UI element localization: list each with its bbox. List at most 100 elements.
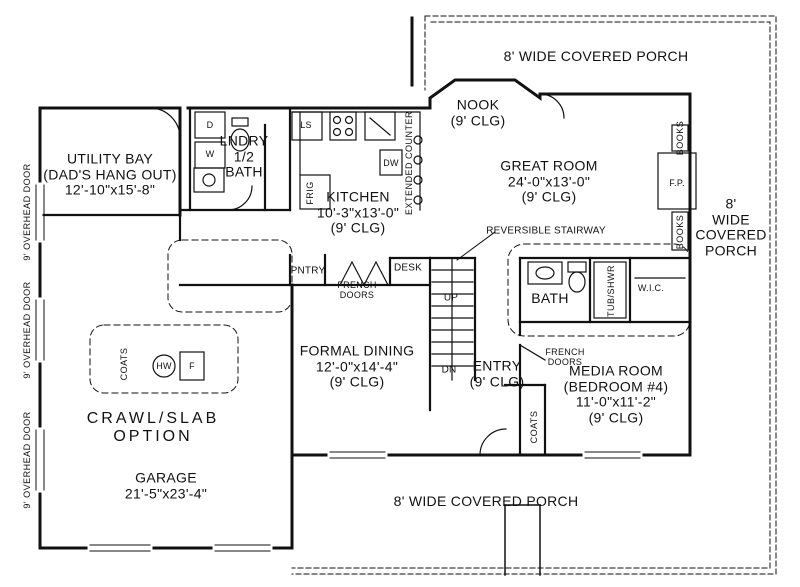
water-heater-text: HW (156, 360, 172, 371)
formal-dining-name: FORMAL DINING (299, 342, 415, 359)
pantry-text: PNTRY (290, 265, 326, 277)
media-room-name: MEDIA ROOM (568, 362, 664, 379)
crawl-slab-line-2: OPTION (113, 428, 193, 445)
french-doors-dining-line-2: DOORS (339, 290, 375, 300)
great-room-size: 24'-0"x13'-0" (507, 173, 591, 190)
books-bottom-text: BOOKS (675, 214, 685, 250)
overhead-door-2-label: 9' OVERHEAD DOOR (22, 281, 32, 378)
great-room-name: GREAT ROOM (500, 157, 598, 174)
laundry-label: LNDRY 1/2 BATH (220, 133, 269, 180)
overhead-door-2-text: 9' OVERHEAD DOOR (22, 281, 32, 379)
nook-name: NOOK (456, 96, 500, 113)
utility-bay-subtitle: (DAD'S HANG OUT) (43, 166, 177, 183)
entry-ceiling: (9' CLG) (469, 373, 525, 389)
laundry-name: LNDRY (219, 132, 269, 149)
lazy-susan-label: LS (300, 120, 312, 130)
desk-text: DESK (393, 262, 423, 274)
washer-text: W (205, 148, 215, 159)
entry-coats-text: COATS (529, 410, 539, 444)
books-bottom-label: BOOKS (675, 215, 685, 250)
entry-name: ENTRY (472, 357, 522, 374)
great-room-ceiling: (9' CLG) (521, 188, 577, 205)
media-room-size: 11'-0"x11'-2" (575, 394, 657, 410)
porch-right-line-1: 8' (725, 195, 737, 212)
formal-dining-size: 12'-0"x14'-4" (315, 358, 399, 375)
utility-bay-size: 12'-10"x15'-8" (64, 181, 156, 198)
stair-down-label: DN (442, 364, 457, 375)
formal-dining-label: FORMAL DINING 12'-0"x14'-4" (9' CLG) (300, 343, 415, 390)
laundry-half: 1/2 (233, 148, 255, 165)
lazy-susan-text: LS (300, 119, 312, 130)
utility-bay-name: UTILITY BAY (66, 150, 154, 167)
extended-counter-text: EXTENDED COUNTER (404, 110, 414, 216)
fridge-text: FRIG (305, 181, 315, 205)
books-top-text: BOOKS (675, 120, 685, 156)
great-room-label: GREAT ROOM 24'-0"x13'-0" (9' CLG) (500, 158, 597, 205)
french-doors-media-label: FRENCH DOORS (545, 347, 584, 367)
stair-up-text: UP (443, 292, 459, 304)
french-doors-dining-line-1: FRENCH (337, 279, 377, 290)
dishwasher-text: DW (383, 157, 399, 168)
stair-down-text: DN (441, 364, 457, 376)
porch-top-text: 8' WIDE COVERED PORCH (503, 48, 689, 65)
kitchen-label: KITCHEN 10'-3"x13'-0" (9' CLG) (317, 189, 399, 236)
tub-shower-text: TUB/SHWR (606, 265, 616, 317)
kitchen-size: 10'-3"x13'-0" (316, 204, 400, 221)
wic-label: W.I.C. (638, 283, 664, 293)
garage-coats-label: COATS (119, 348, 129, 381)
formal-dining-ceiling: (9' CLG) (329, 373, 385, 390)
garage-size: 21'-5"x23'-4" (124, 485, 208, 501)
garage-coats-text: COATS (119, 347, 129, 381)
media-room-label: MEDIA ROOM (BEDROOM #4) 11'-0"x11'-2" (9… (563, 362, 669, 427)
porch-outline (291, 15, 777, 575)
bath-label: BATH (531, 290, 569, 307)
media-room-ceiling: (9' CLG) (588, 409, 644, 426)
water-heater-label: HW (156, 361, 172, 371)
laundry-bath: BATH (225, 163, 263, 180)
nook-ceiling: (9' CLG) (450, 112, 506, 128)
porch-right-line-2: WIDE (712, 211, 750, 228)
overhead-door-1-text: 9' OVERHEAD DOOR (22, 163, 32, 261)
overhead-door-3-label: 9' OVERHEAD DOOR (22, 411, 32, 508)
porch-bottom-label: 8' WIDE COVERED PORCH (394, 493, 579, 510)
garage-label: GARAGE 21'-5"x23'-4" (125, 470, 207, 501)
stairway-leader (456, 231, 496, 261)
books-top-label: BOOKS (675, 121, 685, 156)
furnace-text: F (189, 360, 195, 371)
fireplace-text: F.P. (669, 177, 685, 188)
entry-label: ENTRY (9' CLG) (470, 358, 525, 389)
media-room-subtitle: (BEDROOM #4) (563, 378, 669, 395)
nook-label: NOOK (9' CLG) (451, 97, 506, 128)
garage-name: GARAGE (135, 469, 197, 486)
fridge-label: FRIG (305, 181, 315, 205)
overhead-door-1-label: 9' OVERHEAD DOOR (22, 163, 32, 260)
reversible-stairway-label: REVERSIBLE STAIRWAY (486, 225, 606, 236)
crawl-slab-line-1: CRAWL/SLAB (86, 410, 220, 428)
stair-up-label: UP (444, 292, 458, 303)
interior-walls (38, 106, 692, 457)
french-doors-media-line-2: DOORS (547, 357, 583, 367)
furnace-label: F (189, 361, 195, 371)
kitchen-ceiling: (9' CLG) (330, 219, 386, 236)
french-doors-media-line-1: FRENCH (545, 346, 585, 357)
kitchen-name: KITCHEN (326, 188, 390, 205)
utility-bay-label: UTILITY BAY (DAD'S HANG OUT) 12'-10"x15'… (43, 151, 176, 198)
tub-shower-label: TUB/SHWR (606, 265, 616, 317)
porch-right-line-3: COVERED (695, 227, 767, 243)
fixtures (149, 93, 697, 456)
washer-label: W (206, 149, 215, 159)
entry-coats-label: COATS (529, 411, 539, 444)
extended-counter-label: EXTENDED COUNTER (404, 111, 414, 215)
reversible-stairway-text: REVERSIBLE STAIRWAY (486, 225, 606, 237)
french-doors-dining-label: FRENCH DOORS (337, 280, 376, 300)
fireplace-label: F.P. (669, 178, 685, 188)
dashed-option-zones (89, 239, 691, 394)
porch-right-label: 8' WIDE COVERED PORCH (695, 195, 767, 260)
dryer-text: D (206, 119, 214, 130)
desk-label: DESK (394, 262, 422, 273)
crawl-slab-label: CRAWL/SLAB OPTION (87, 410, 220, 446)
wic-text: W.I.C. (637, 282, 665, 293)
porch-top-label: 8' WIDE COVERED PORCH (503, 48, 689, 65)
